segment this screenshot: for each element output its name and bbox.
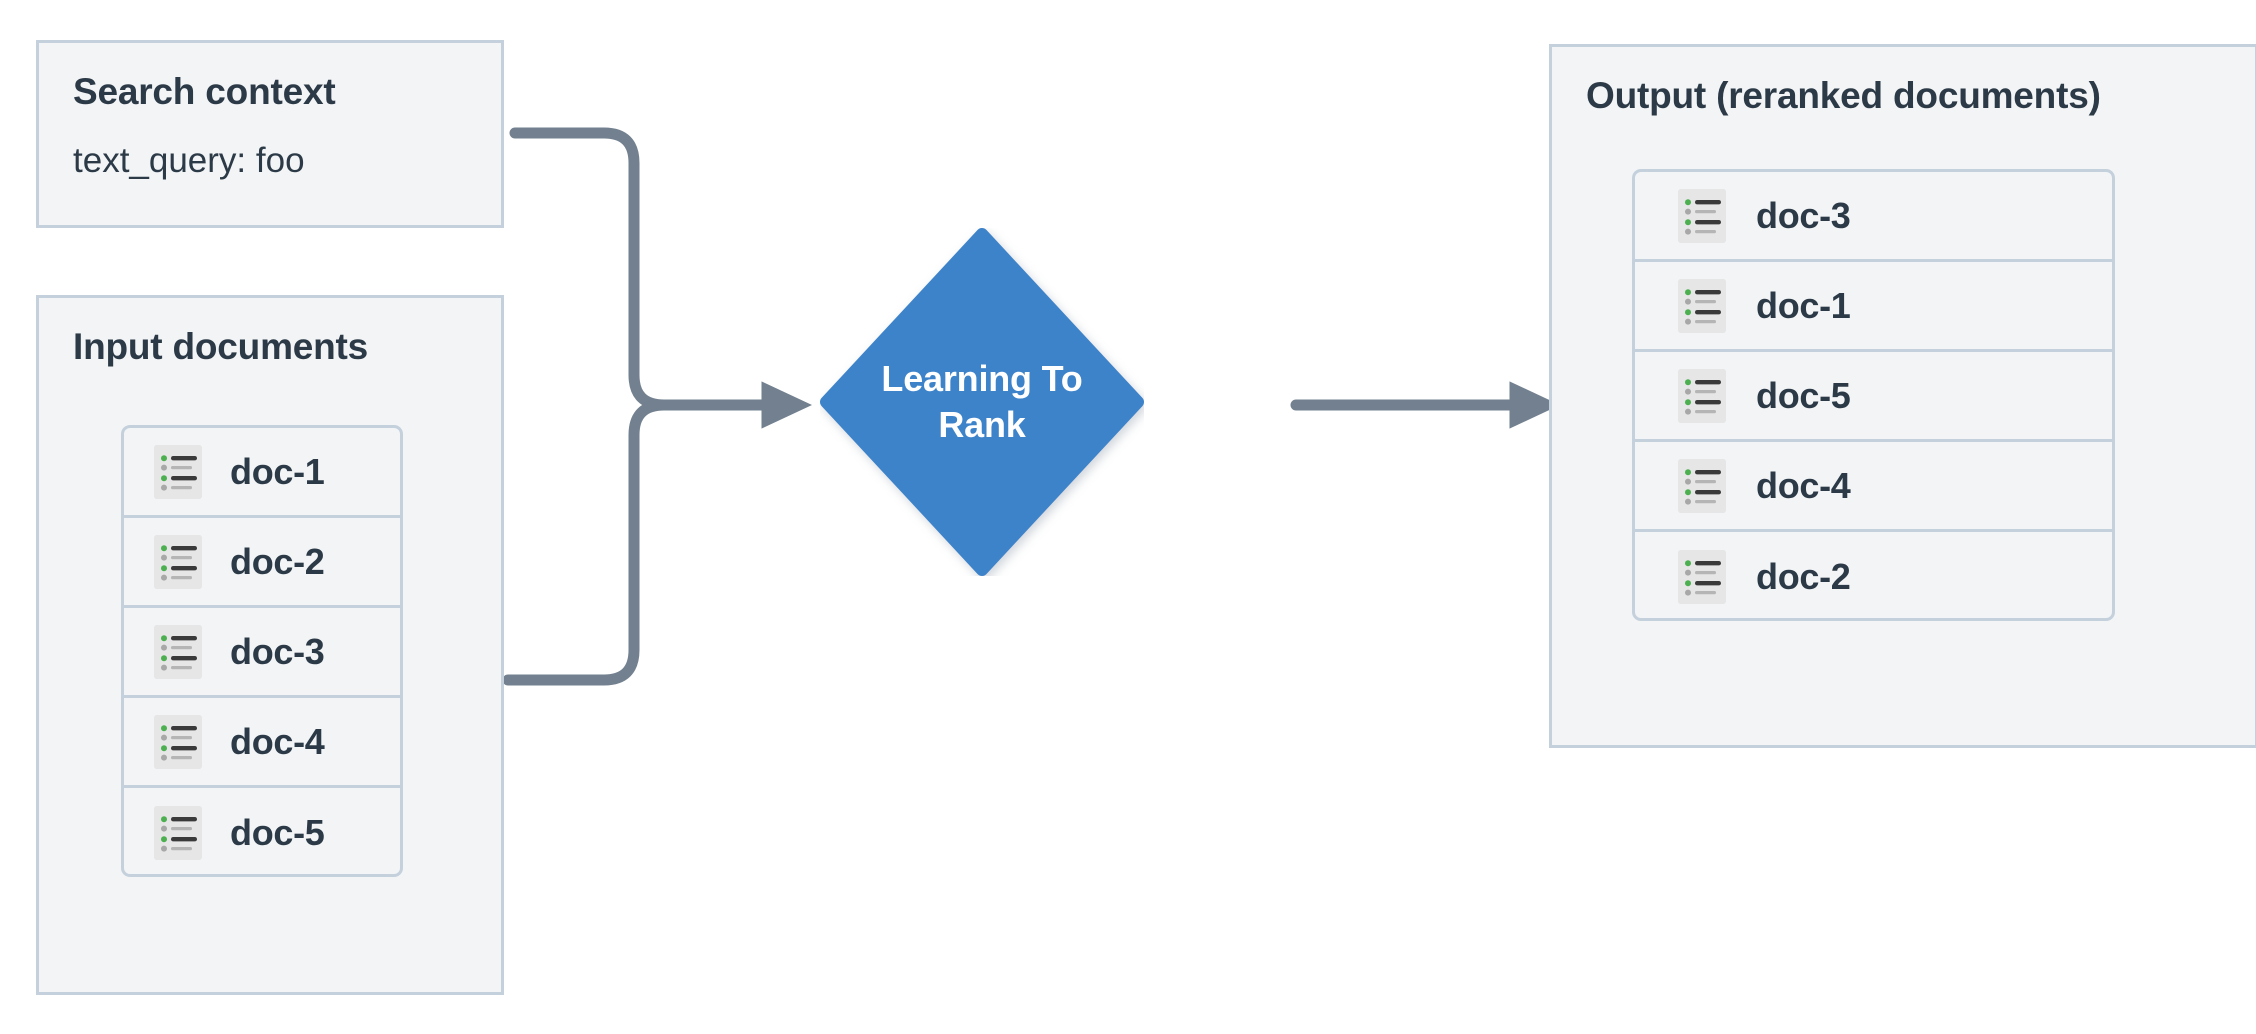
document-list-icon bbox=[1678, 458, 1726, 513]
document-list-icon bbox=[154, 534, 202, 589]
doc-label: doc-5 bbox=[1756, 374, 1851, 416]
doc-label: doc-1 bbox=[1756, 284, 1851, 326]
document-list-icon bbox=[154, 444, 202, 499]
doc-label: doc-5 bbox=[230, 812, 325, 853]
input-document-row[interactable]: doc-3 bbox=[124, 608, 400, 698]
doc-label: doc-4 bbox=[230, 720, 325, 762]
input-document-row[interactable]: doc-2 bbox=[124, 518, 400, 608]
input-document-list: doc-1 doc-2 doc-3 doc-4 doc-5 bbox=[121, 425, 403, 877]
doc-label: doc-1 bbox=[230, 450, 325, 492]
doc-label: doc-3 bbox=[1756, 194, 1851, 236]
output-document-row[interactable]: doc-1 bbox=[1635, 262, 2112, 352]
connector-search-context-to-ltr bbox=[509, 127, 706, 411]
doc-label: doc-4 bbox=[1756, 464, 1851, 506]
doc-label: doc-2 bbox=[230, 540, 325, 582]
document-list-icon bbox=[154, 714, 202, 769]
diamond-shape-icon bbox=[820, 228, 1144, 576]
output-document-list: doc-3 doc-1 doc-5 doc-4 doc-2 bbox=[1632, 169, 2115, 621]
input-document-row[interactable]: doc-5 bbox=[124, 788, 400, 874]
document-list-icon bbox=[154, 624, 202, 679]
document-list-icon bbox=[1678, 368, 1726, 423]
search-context-query: text_query: foo bbox=[73, 141, 305, 180]
input-document-row[interactable]: doc-1 bbox=[124, 428, 400, 518]
output-document-row[interactable]: doc-4 bbox=[1635, 442, 2112, 532]
document-list-icon bbox=[154, 806, 202, 860]
search-context-panel: Search context text_query: foo bbox=[36, 40, 504, 228]
search-context-title: Search context bbox=[73, 71, 336, 112]
doc-label: doc-3 bbox=[230, 630, 325, 672]
document-list-icon bbox=[1678, 550, 1726, 604]
output-document-row[interactable]: doc-5 bbox=[1635, 352, 2112, 442]
output-document-row[interactable]: doc-2 bbox=[1635, 532, 2112, 618]
learning-to-rank-node[interactable]: Learning To Rank bbox=[820, 228, 1144, 576]
document-list-icon bbox=[1678, 278, 1726, 333]
output-document-row[interactable]: doc-3 bbox=[1635, 172, 2112, 262]
connector-input-documents-to-ltr bbox=[502, 399, 706, 686]
output-panel-title: Output (reranked documents) bbox=[1586, 75, 2101, 116]
doc-label: doc-2 bbox=[1756, 556, 1851, 597]
document-list-icon bbox=[1678, 188, 1726, 243]
input-documents-title: Input documents bbox=[73, 326, 369, 367]
input-document-row[interactable]: doc-4 bbox=[124, 698, 400, 788]
